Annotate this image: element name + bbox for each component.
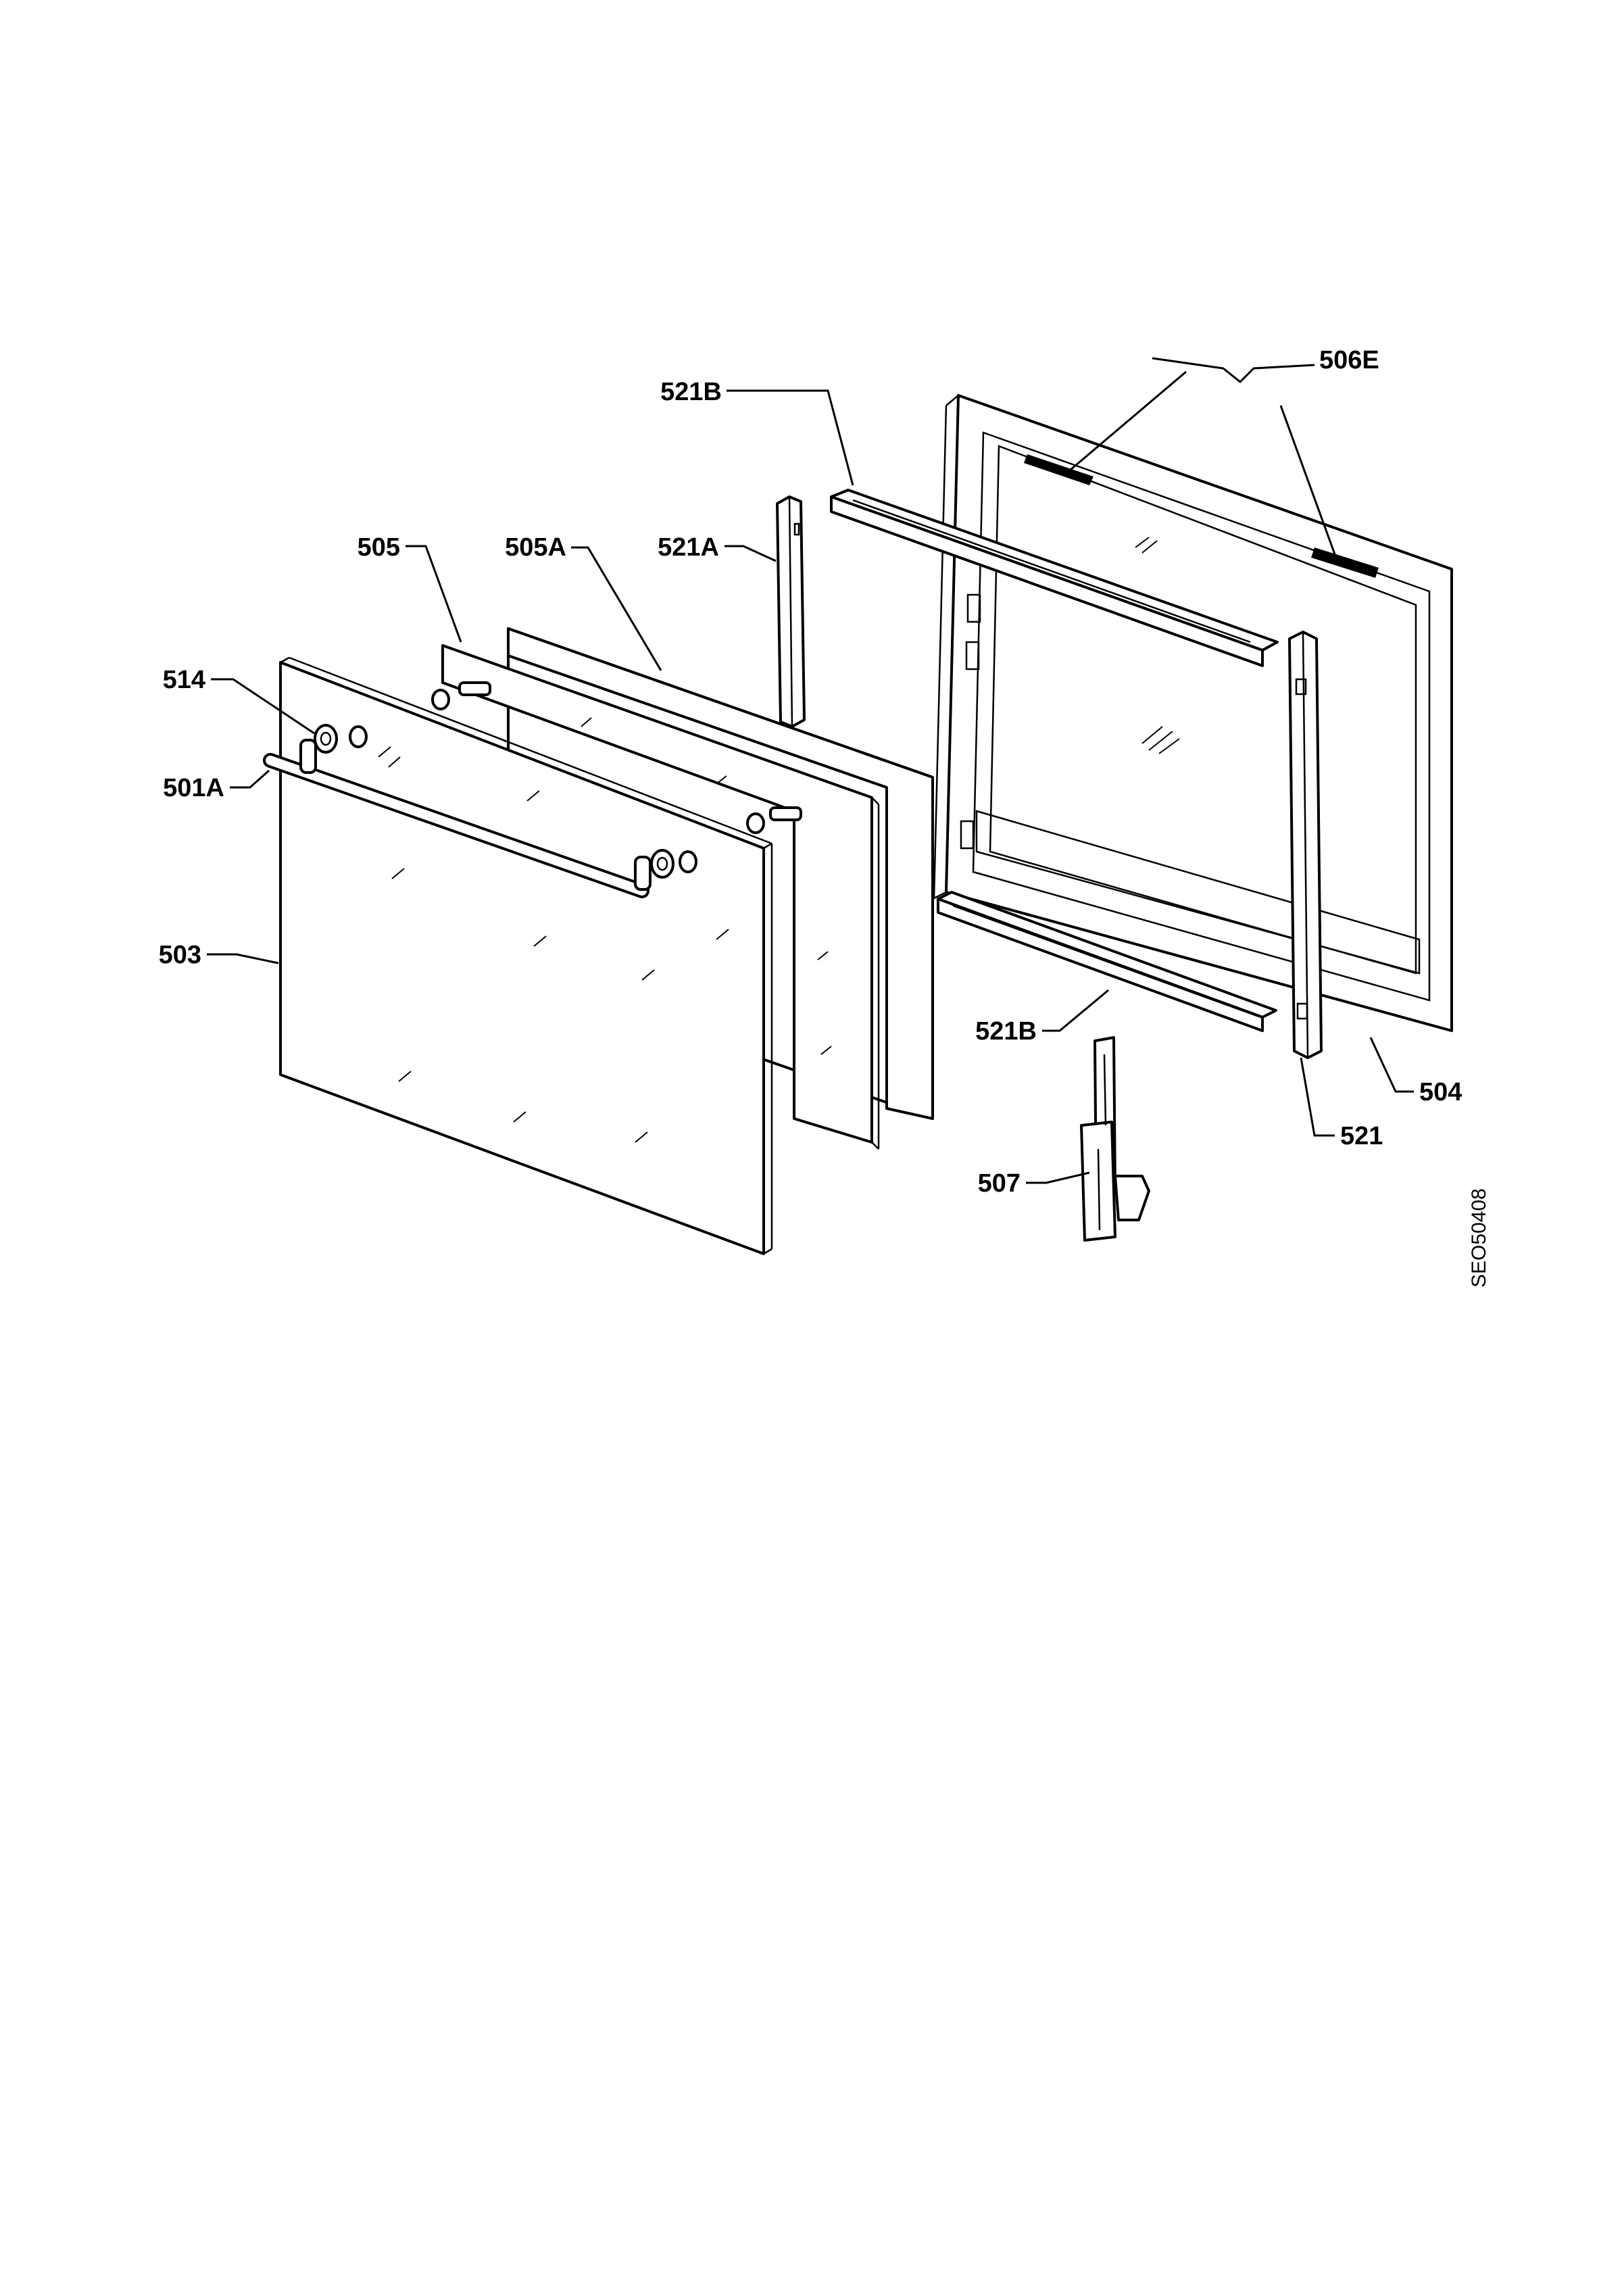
middle-glass-glints — [581, 717, 832, 1055]
leader-lines — [207, 357, 1414, 1184]
callout-521A: 521A — [658, 533, 719, 562]
inner-door-frame-504 — [932, 394, 1453, 1032]
callout-506E: 506E — [1319, 346, 1379, 374]
callout-labels: 506E 521B 505 505A 521A 514 501A 503 521… — [159, 346, 1463, 1198]
door-seal-506E — [1024, 454, 1379, 578]
outer-glass-glints — [378, 746, 729, 1143]
callout-501A: 501A — [163, 774, 224, 802]
hinge-507 — [1080, 1036, 1150, 1242]
drawing-code: SEO50408 — [1468, 1188, 1490, 1288]
profile-521 — [1288, 631, 1323, 1059]
frame-glass-glints — [1135, 537, 1180, 754]
profile-521A — [776, 495, 806, 728]
callout-521B-top: 521B — [660, 378, 722, 406]
fixing-screws — [431, 681, 802, 834]
spacer-514 — [314, 724, 697, 879]
profile-521B-top — [830, 489, 1279, 667]
callout-507: 507 — [978, 1169, 1021, 1198]
profile-521B-bottom — [937, 891, 1277, 1032]
callout-514: 514 — [163, 666, 205, 694]
callout-505: 505 — [358, 533, 400, 562]
callout-521: 521 — [1340, 1122, 1383, 1150]
callout-503: 503 — [159, 941, 201, 969]
door-handle-501A — [263, 739, 652, 898]
callout-504: 504 — [1419, 1078, 1462, 1106]
middle-glass-505 — [441, 644, 880, 1150]
callout-521B-bottom: 521B — [975, 1017, 1037, 1046]
callout-505A: 505A — [505, 533, 566, 562]
